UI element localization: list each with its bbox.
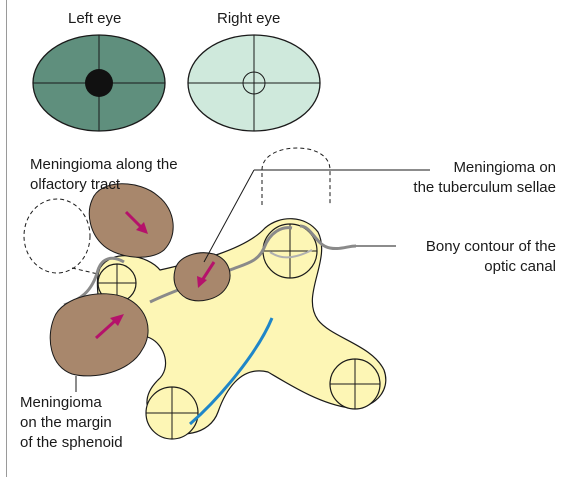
left-eye-visual-field <box>33 35 165 131</box>
right-eye-label: Right eye <box>217 9 280 28</box>
label-sphenoid-line3: of the sphenoid <box>20 433 123 452</box>
optic-tract-right <box>330 359 380 409</box>
label-tuberculum-line1: Meningioma on <box>416 158 556 177</box>
meningioma-tuberculum <box>174 253 230 301</box>
optic-tract-left <box>146 387 198 439</box>
dashed-outline-left <box>24 199 90 273</box>
label-olfactory-line2: olfactory tract <box>30 175 120 194</box>
label-sphenoid-line2: on the margin <box>20 413 112 432</box>
right-eye-visual-field <box>188 35 320 131</box>
label-sphenoid-line1: Meningioma <box>20 393 102 412</box>
label-bony-line1: Bony contour of the <box>386 237 556 256</box>
dashed-outline-top <box>262 148 330 205</box>
label-tuberculum-line2: the tuberculum sellae <box>406 178 556 197</box>
meningioma-olfactory <box>89 184 173 258</box>
central-scotoma <box>85 69 113 97</box>
label-olfactory-line1: Meningioma along the <box>30 155 178 174</box>
dashed-outline-left-lower <box>72 268 98 274</box>
label-bony-line2: optic canal <box>386 257 556 276</box>
left-eye-label: Left eye <box>68 9 121 28</box>
